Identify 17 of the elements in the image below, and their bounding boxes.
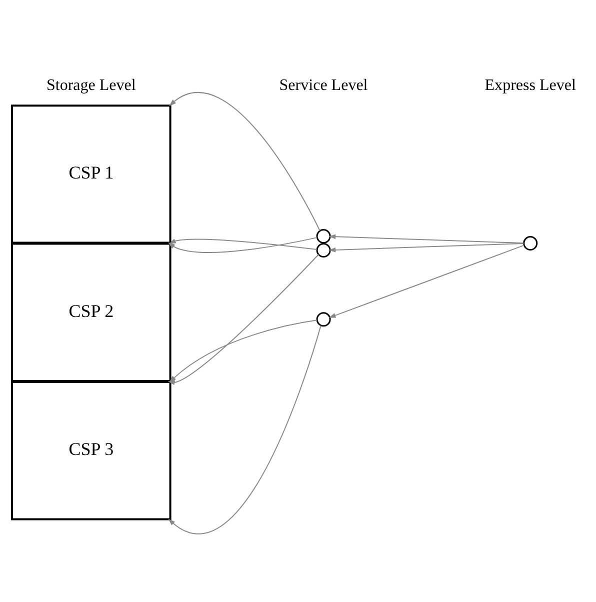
arrow (328, 243, 524, 252)
node-box: CSP 2 (11, 242, 172, 382)
label: Service Level (279, 76, 368, 94)
arrow (169, 320, 318, 383)
arrow (169, 92, 320, 232)
node-circle (316, 229, 331, 244)
node-circle (523, 236, 538, 251)
label: Express Level (484, 76, 576, 94)
node-box: CSP 3 (11, 381, 172, 520)
arrow (168, 254, 320, 386)
arrow (328, 234, 524, 244)
arrow (328, 244, 524, 318)
node-box: CSP 1 (11, 104, 172, 244)
node-circle (316, 243, 331, 258)
label: Storage Level (46, 76, 136, 94)
arrow (168, 324, 322, 534)
node-circle (316, 312, 331, 327)
